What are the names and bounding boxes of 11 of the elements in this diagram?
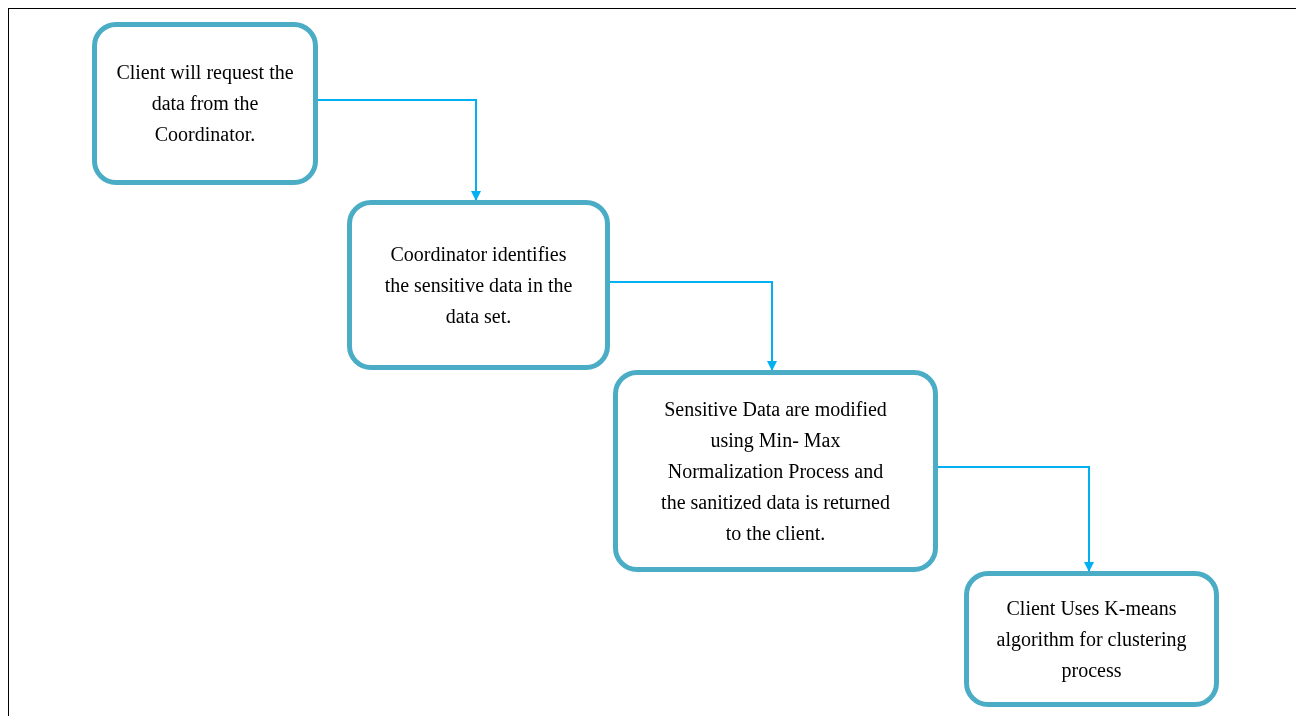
box-text: Client Uses K-means algorithm for clustering process <box>996 595 1187 684</box>
arrow <box>317 99 481 201</box>
process-box <box>92 22 318 185</box>
process-box <box>613 370 938 572</box>
process-box <box>347 200 610 370</box>
box-text: Sensitive Data are modified using Min- Max Normalization Process and the sanitized data is returned to the client. <box>660 396 891 546</box>
box-text: Coordinator identifies the sensitive data in the data set. <box>383 241 574 329</box>
box-text: Client will request the data from the Coordinator. <box>115 60 295 147</box>
arrow <box>937 466 1094 572</box>
arrow <box>609 281 777 371</box>
process-box <box>964 571 1219 707</box>
